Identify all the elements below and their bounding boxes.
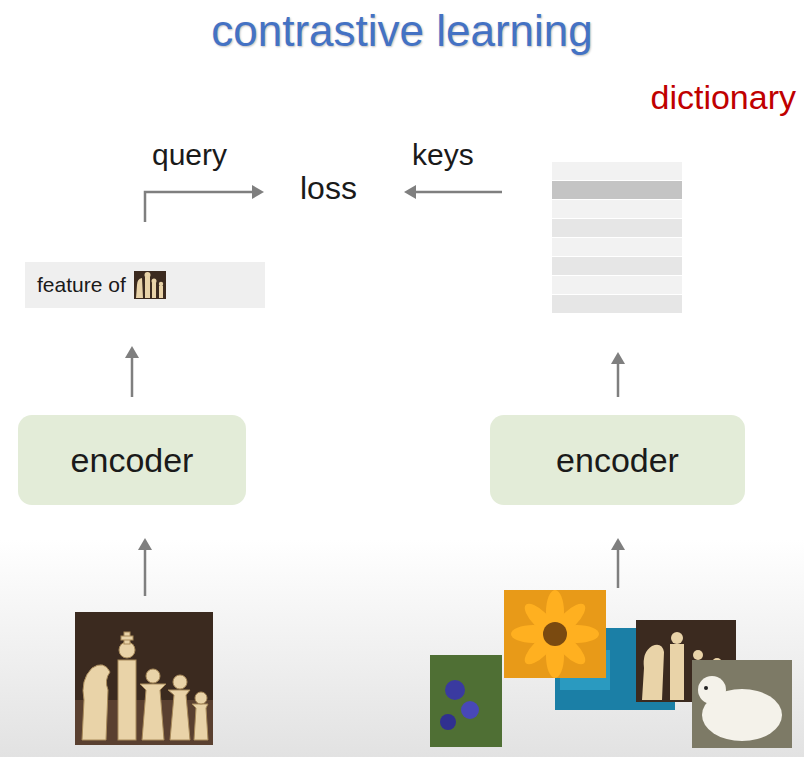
- input-arrow: [144, 548, 147, 596]
- dictionary-heading: dictionary: [650, 78, 796, 117]
- connector-arrow: [125, 346, 139, 397]
- feature-text: feature of: [37, 273, 126, 297]
- query-arrow: [145, 192, 256, 222]
- arrow-head: [252, 185, 264, 199]
- arrow-head: [611, 538, 625, 550]
- arrow-head: [138, 538, 152, 550]
- arrow-label: query: [152, 138, 227, 172]
- encoder-box: encoder: [490, 415, 745, 505]
- connector-line: [617, 362, 620, 397]
- encoder-label: encoder: [71, 441, 194, 480]
- image-collage: [430, 590, 792, 748]
- encoder-label: encoder: [556, 441, 679, 480]
- diagram-title: contrastive learning: [0, 6, 804, 56]
- arrow-label: keys: [412, 138, 474, 172]
- input-arrow: [617, 548, 620, 588]
- dictionary-table: dictionary: [548, 78, 800, 314]
- arrow-head: [611, 352, 625, 364]
- chess-photo: [75, 612, 213, 745]
- connector-arrow: [611, 352, 625, 397]
- feature-box: feature of: [25, 262, 265, 308]
- encoder-box: encoder: [18, 415, 246, 505]
- arrow-head: [125, 346, 139, 358]
- dictionary-rows: [552, 162, 684, 314]
- connector-line: [131, 356, 134, 397]
- chess-thumbnail: [134, 271, 166, 299]
- arrow-label: loss: [300, 170, 357, 207]
- arrow-head: [404, 185, 416, 199]
- keys-arrow: [414, 191, 502, 194]
